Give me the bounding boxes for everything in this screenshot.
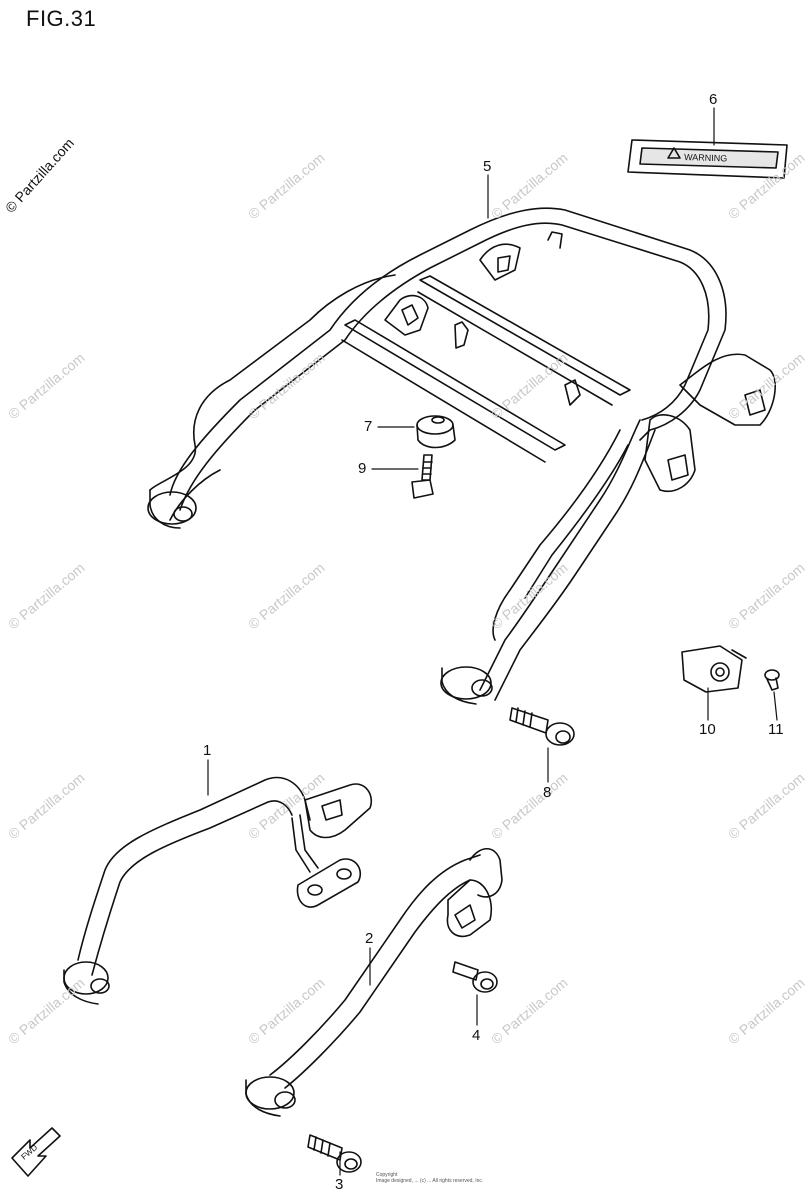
leader-lines xyxy=(207,107,778,1176)
part-3-bolt[interactable] xyxy=(307,1134,362,1173)
figure-title: FIG.31 xyxy=(26,6,97,31)
part-8-bolt[interactable] xyxy=(509,707,575,746)
part-9-bolt[interactable] xyxy=(411,454,434,499)
callout-3[interactable]: 3 xyxy=(335,1176,344,1193)
callout-5[interactable]: 5 xyxy=(483,158,492,175)
part-7-grommet[interactable] xyxy=(416,415,456,449)
callout-11[interactable]: 11 xyxy=(768,721,784,738)
copyright-note: Copyright Image designed, ... (c) ... Al… xyxy=(376,1172,486,1184)
part-4-bolt[interactable] xyxy=(452,961,498,993)
fwd-arrow-icon xyxy=(11,1127,61,1177)
callout-8-label-9[interactable]: 9 xyxy=(358,460,367,477)
callout-1[interactable]: 1 xyxy=(203,742,212,759)
warning-label-text: WARNING xyxy=(684,152,727,164)
part-6-warning-label[interactable] xyxy=(627,139,788,179)
part-1-grab-bar[interactable] xyxy=(63,776,372,1005)
part-10-clamp[interactable] xyxy=(681,645,747,693)
part-11-screw[interactable] xyxy=(764,669,780,691)
callout-8[interactable]: 8 xyxy=(543,784,552,801)
copyright-line-2: Image designed, ... (c) ... All rights r… xyxy=(376,1178,484,1184)
callout-6[interactable]: 6 xyxy=(709,91,718,108)
callout-2[interactable]: 2 xyxy=(365,930,374,947)
part-2-grab-bar[interactable] xyxy=(245,847,503,1117)
callout-4[interactable]: 4 xyxy=(472,1027,481,1044)
callout-7[interactable]: 7 xyxy=(364,418,373,435)
copyright-line-1: Copyright xyxy=(376,1172,398,1178)
part-5-carrier[interactable] xyxy=(147,207,776,705)
callout-10[interactable]: 10 xyxy=(699,721,716,738)
